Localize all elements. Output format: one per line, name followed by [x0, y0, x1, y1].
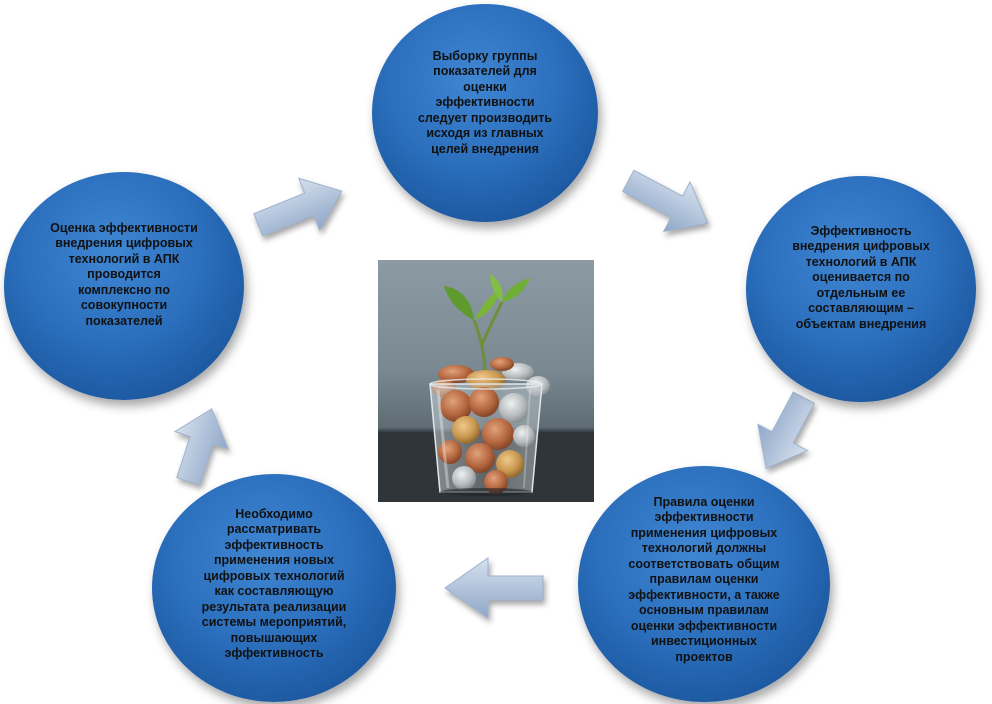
node-component-evaluation-text: Эффективность внедрения цифровых техноло…	[792, 223, 930, 331]
node-evaluation-rules-text: Правила оценки эффективности применения …	[628, 494, 780, 664]
node-indicator-selection: Выборку группы показателей для оценки эф…	[372, 4, 598, 222]
node-measures-system-text: Необходимо рассматривать эффективность п…	[201, 506, 347, 661]
node-complex-evaluation-text: Оценка эффективности внедрения цифровых …	[50, 220, 198, 328]
arrow-bottom-left-to-left	[173, 408, 230, 486]
arrow-bottom-right-to-bottom-left	[444, 557, 544, 619]
node-complex-evaluation: Оценка эффективности внедрения цифровых …	[4, 172, 244, 400]
arrow-right-to-bottom-right	[757, 391, 816, 470]
node-measures-system: Необходимо рассматривать эффективность п…	[152, 474, 396, 702]
arrow-left-to-top	[253, 177, 343, 237]
node-component-evaluation: Эффективность внедрения цифровых техноло…	[746, 176, 976, 402]
arrow-top-to-right	[621, 169, 709, 233]
node-indicator-selection-text: Выборку группы показателей для оценки эф…	[417, 48, 553, 156]
plant-in-glass-of-coins-image	[378, 260, 594, 502]
node-evaluation-rules: Правила оценки эффективности применения …	[578, 466, 830, 702]
